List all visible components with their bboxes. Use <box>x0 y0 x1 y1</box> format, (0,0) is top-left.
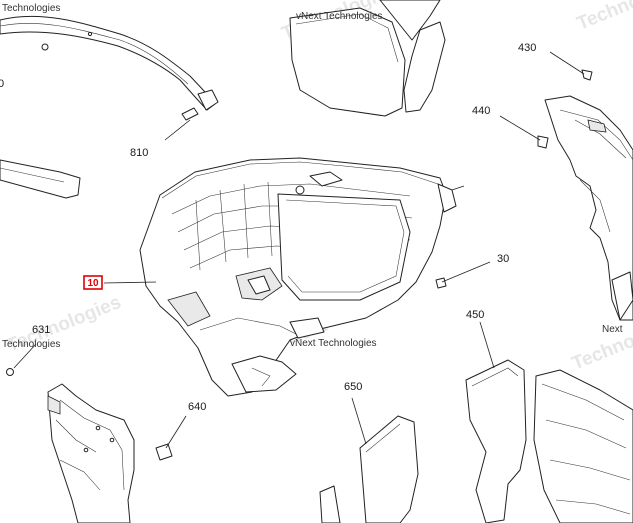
callout-450[interactable]: 450 <box>466 309 484 321</box>
part-right-large-panel[interactable] <box>533 369 633 523</box>
highlighted-callout-frame <box>83 275 103 290</box>
part-side-bar[interactable] <box>0 159 81 199</box>
watermark-text: Technologies <box>2 3 60 14</box>
part-fastener-440 <box>499 115 549 149</box>
watermark-text: vNext Technologies <box>290 338 377 349</box>
part-right-frame[interactable] <box>544 95 633 321</box>
callout-440[interactable]: 440 <box>472 105 490 117</box>
watermark-text: Technologies <box>2 339 60 350</box>
part-panel-450[interactable] <box>465 321 527 523</box>
callout-810[interactable]: 810 <box>130 147 148 159</box>
watermark-text: vNext Technologies <box>296 11 383 22</box>
part-panel-650[interactable] <box>351 397 419 523</box>
watermark-bg: Techno <box>574 0 633 35</box>
part-main-hood-10[interactable] <box>139 157 465 397</box>
leader-10 <box>103 281 157 284</box>
callout-430[interactable]: 430 <box>518 42 536 54</box>
part-fastener-430 <box>549 51 593 81</box>
part-screw-631 <box>6 343 37 376</box>
watermark-bg: Techno <box>569 330 633 374</box>
part-top-cover-panel[interactable] <box>289 0 446 117</box>
callout-10[interactable]: 10 <box>87 278 99 289</box>
callout-650[interactable]: 650 <box>344 381 362 393</box>
part-bolt-640 <box>155 415 187 461</box>
callout-labels: 10 30 430 440 450 631 640 650 810 0 <box>0 42 536 413</box>
callout-0-partial[interactable]: 0 <box>0 78 4 90</box>
part-partial-cut-bottom <box>319 485 341 523</box>
callout-631[interactable]: 631 <box>32 324 50 336</box>
part-fastener-30 <box>435 261 491 289</box>
part-rail-810[interactable] <box>0 15 219 111</box>
watermark-text: Next <box>602 324 623 335</box>
part-bolt-810 <box>164 107 199 141</box>
watermark-text-layer: Technologies vNext Technologies Technolo… <box>2 3 623 350</box>
part-left-bracket[interactable] <box>47 383 135 523</box>
callout-30[interactable]: 30 <box>497 253 509 265</box>
callout-640[interactable]: 640 <box>188 401 206 413</box>
